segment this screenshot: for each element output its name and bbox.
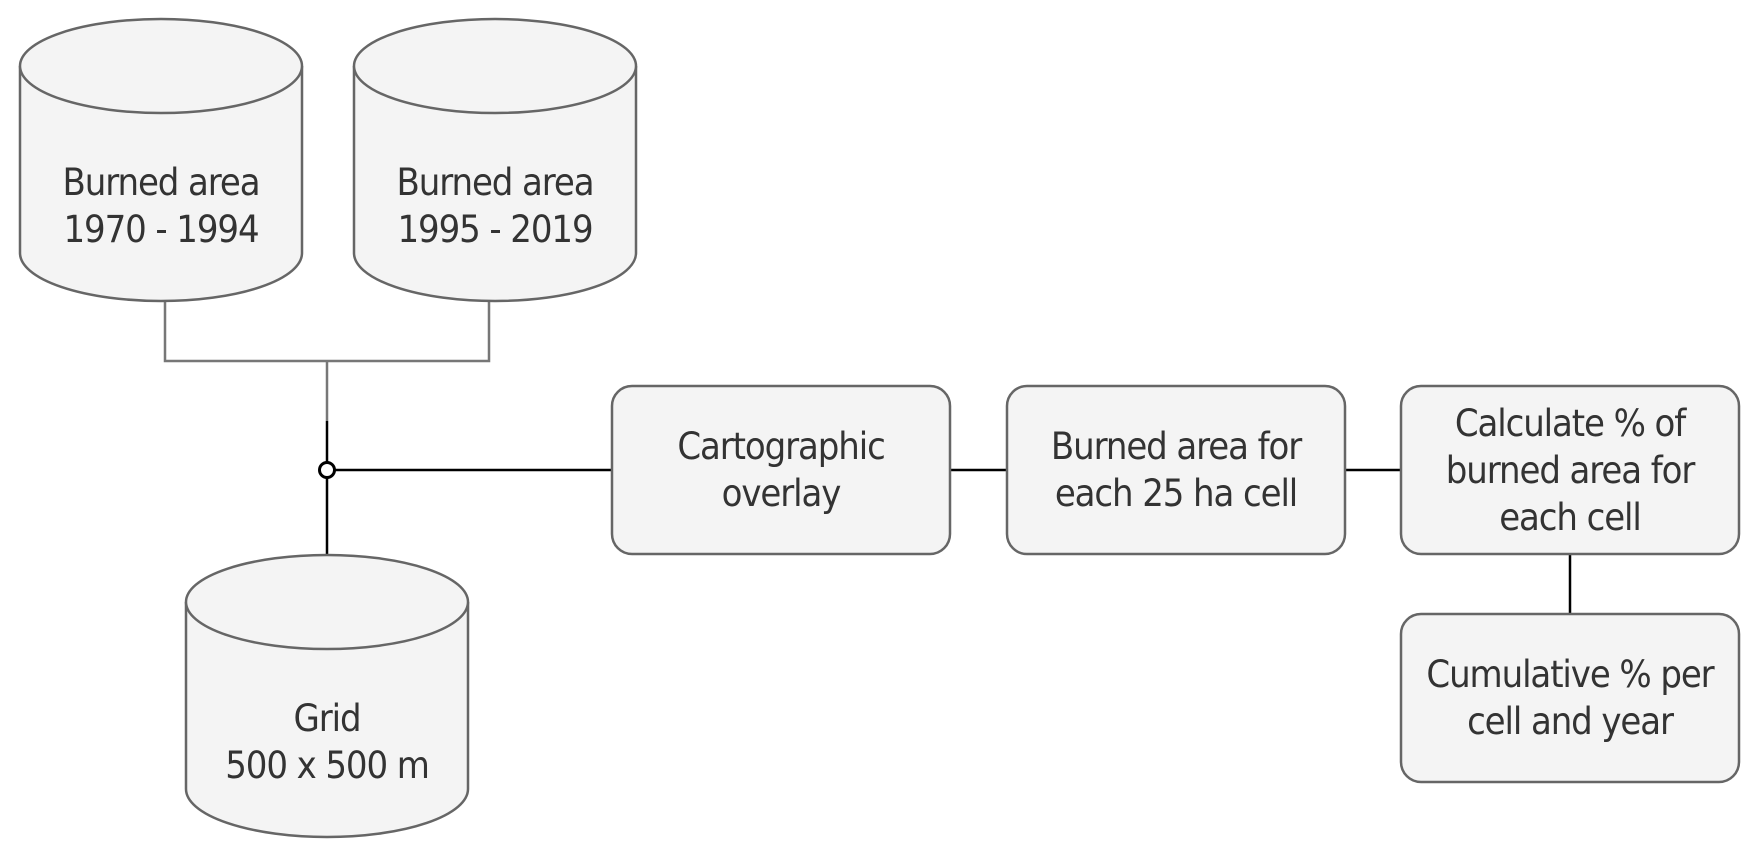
- connectors: [163, 300, 1572, 614]
- datastore-burned-1995[interactable]: [352, 17, 638, 303]
- cylinder-body: [184, 602, 470, 839]
- cylinder-top: [18, 17, 304, 115]
- junction-node: [318, 461, 336, 479]
- datastore-grid[interactable]: [184, 553, 470, 839]
- cylinder-top: [184, 553, 470, 651]
- datastore-burned-1970[interactable]: [18, 17, 304, 303]
- cylinder-top: [352, 17, 638, 115]
- process-calc-percent[interactable]: [1399, 384, 1741, 556]
- cylinder-body: [18, 66, 304, 303]
- process-overlay[interactable]: [610, 384, 952, 556]
- process-burned-cell[interactable]: [1005, 384, 1347, 556]
- process-cumulative[interactable]: [1399, 612, 1741, 784]
- cylinder-body: [352, 66, 638, 303]
- edge-burned-1970-to-junction: [163, 300, 491, 363]
